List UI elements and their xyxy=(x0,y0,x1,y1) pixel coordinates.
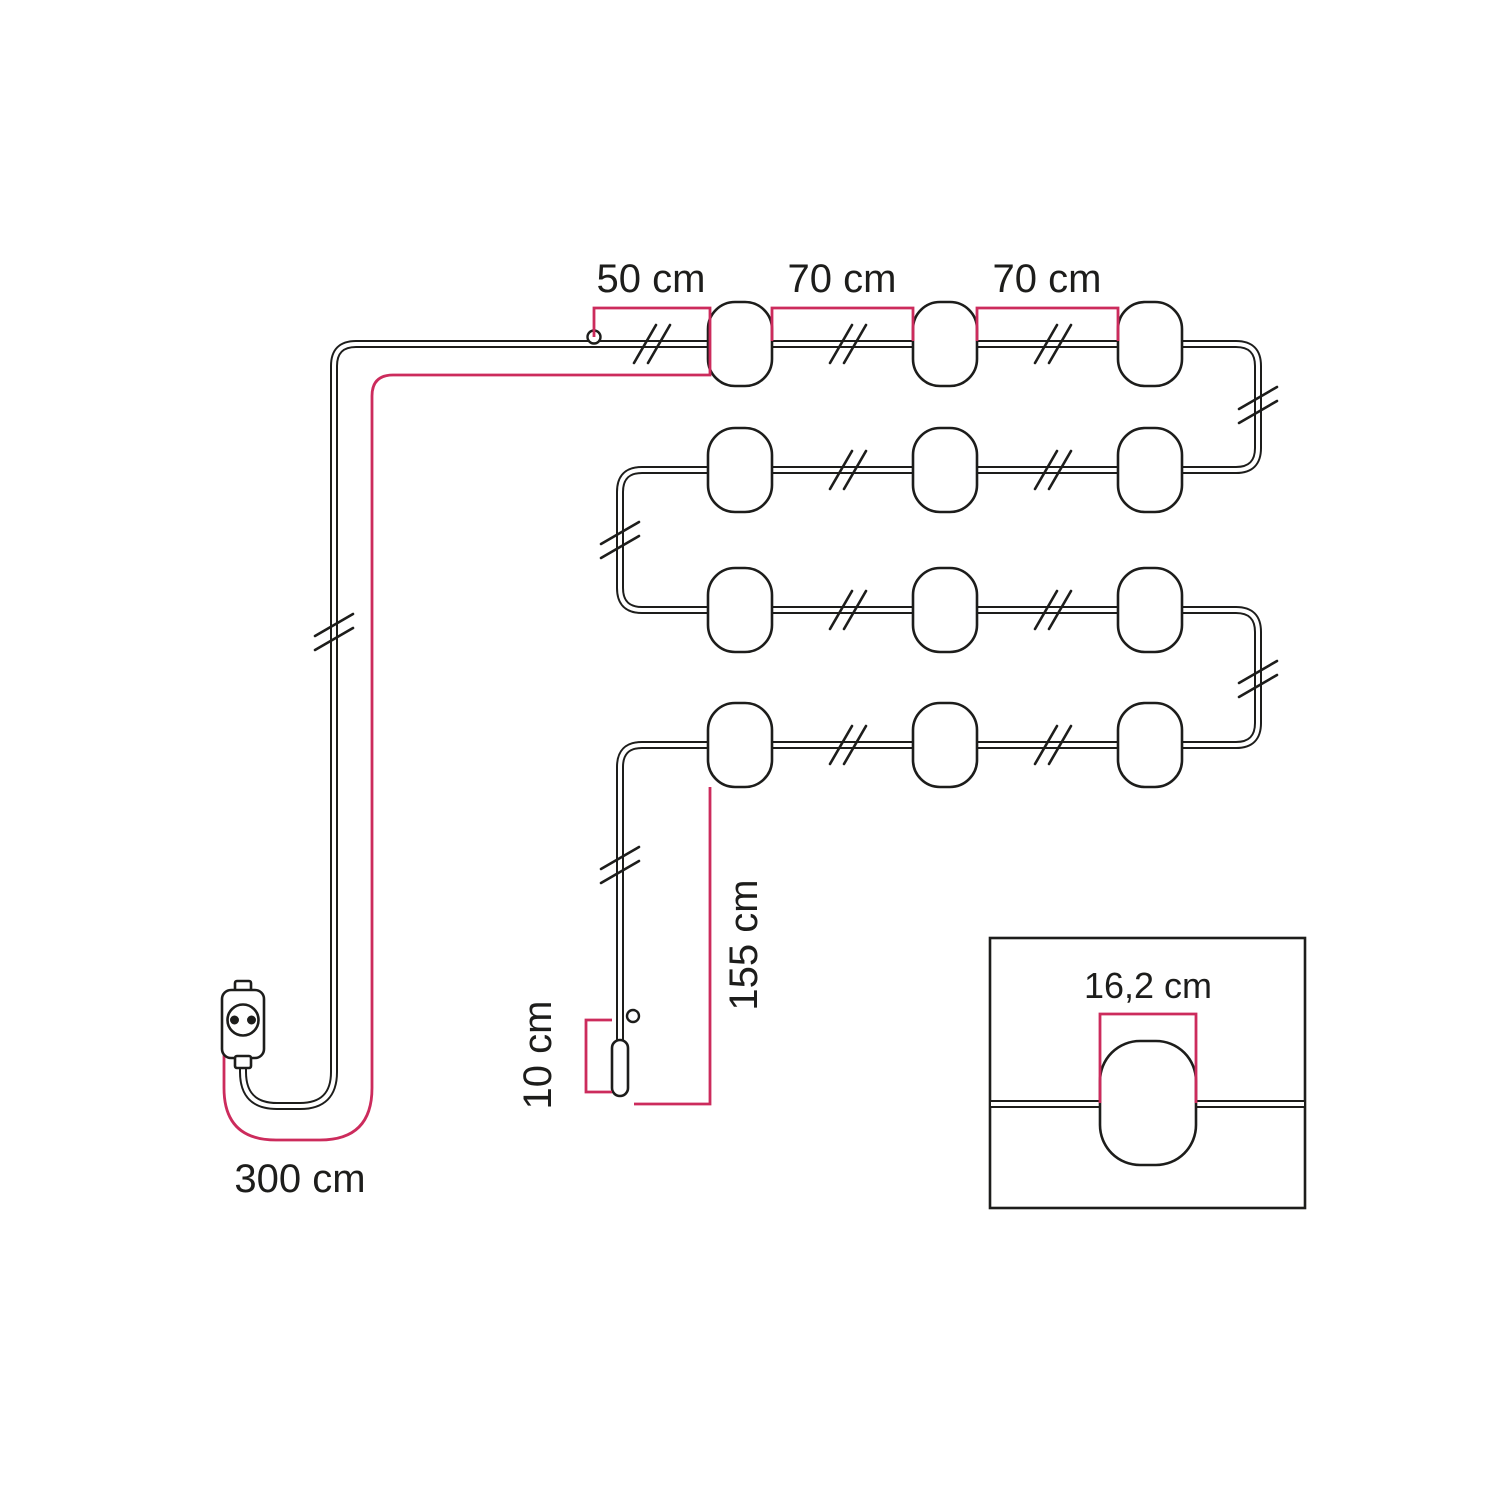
lamp xyxy=(911,566,979,654)
lamp xyxy=(706,300,774,388)
dimension-label-155cm: 155 cm xyxy=(722,879,766,1010)
dimension-label-70cm-1: 70 cm xyxy=(788,257,897,301)
inset-lamp xyxy=(1098,1039,1198,1167)
dimension-label-50cm: 50 cm xyxy=(597,257,706,301)
lamp-string xyxy=(706,300,1184,789)
lamp xyxy=(706,701,774,789)
dimension-line-10cm xyxy=(584,1018,612,1094)
dimension-line-155cm xyxy=(634,787,712,1106)
hanging-ring-icon xyxy=(625,1008,641,1024)
lamp xyxy=(1116,300,1184,388)
lamp xyxy=(1116,566,1184,654)
cable-end-cap xyxy=(610,1038,630,1098)
dimension-line-70cm-1 xyxy=(770,306,915,341)
dimension-label-70cm-2: 70 cm xyxy=(993,257,1102,301)
plug-pin-hole xyxy=(230,1015,240,1025)
dimension-line-power-lead-and-50cm xyxy=(222,306,712,1142)
plug-pin-hole xyxy=(247,1015,257,1025)
power-plug-icon xyxy=(220,979,266,1070)
dimension-lines xyxy=(222,306,1120,1142)
cable-fittings xyxy=(586,329,641,1098)
lamp xyxy=(1116,426,1184,514)
lamp xyxy=(911,701,979,789)
lamp xyxy=(1116,701,1184,789)
dimension-label-lamp-width: 16,2 cm xyxy=(1084,965,1212,1006)
dimension-line-lamp-width xyxy=(1098,1012,1198,1103)
plug-cable-stub xyxy=(233,1054,253,1070)
dimension-labels: 50 cm 70 cm 70 cm 300 cm 155 cm 10 cm 16… xyxy=(234,257,1212,1201)
dimension-label-10cm: 10 cm xyxy=(516,1001,560,1110)
lamp xyxy=(911,426,979,514)
lamp xyxy=(706,566,774,654)
inset-detail-box xyxy=(988,936,1307,1210)
dimension-label-300cm: 300 cm xyxy=(234,1157,365,1201)
lamp xyxy=(911,300,979,388)
plug-face xyxy=(226,1003,260,1037)
dimension-line-70cm-2 xyxy=(975,306,1120,341)
lamp xyxy=(706,426,774,514)
